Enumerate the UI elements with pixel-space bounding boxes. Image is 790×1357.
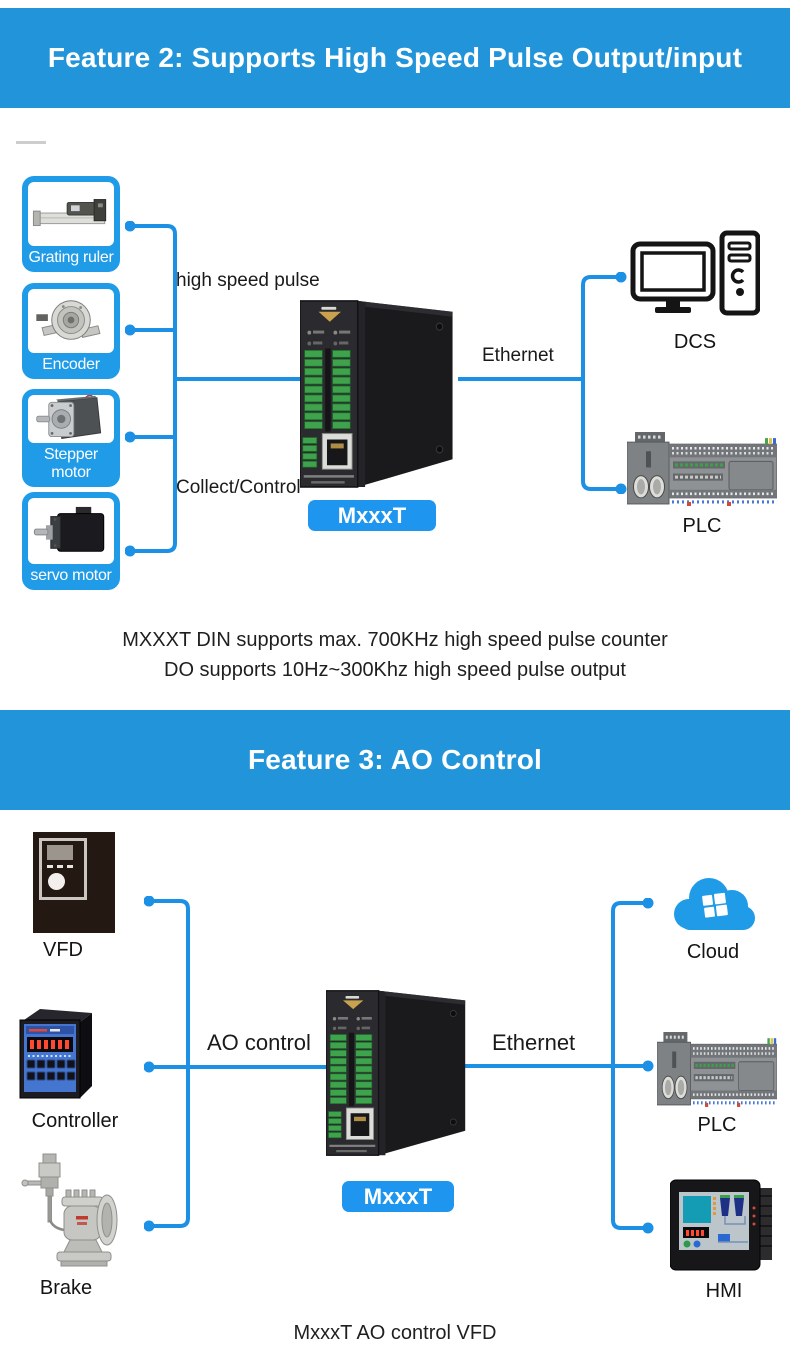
cloud-icon	[674, 878, 755, 930]
io-module-device-2	[326, 982, 472, 1157]
hmi-icon	[670, 1179, 772, 1271]
feature2-caption-line2: DO supports 10Hz~300Khz high speed pulse…	[164, 659, 626, 681]
cloud-label: Cloud	[686, 941, 740, 963]
feature3-banner: Feature 3: AO Control	[0, 710, 790, 810]
source-label: Stepper motor	[44, 446, 98, 481]
device-model-badge-1: MxxxT	[308, 500, 436, 531]
source-box-grating-ruler: Grating ruler	[22, 176, 120, 272]
feature3-caption: MxxxT AO control VFD	[293, 1322, 497, 1344]
connector-lines-right-1	[458, 272, 627, 494]
stepper-motor-icon	[28, 395, 114, 444]
connector-lines-left-1	[125, 221, 307, 557]
source-label: Grating ruler	[28, 248, 114, 266]
dcs-computer-icon	[630, 230, 760, 316]
feature2-caption-line1: MXXXT DIN supports max. 700KHz high spee…	[122, 629, 668, 651]
servo-motor-icon	[28, 498, 114, 564]
brake-label: Brake	[39, 1277, 93, 1299]
ethernet-label-1: Ethernet	[482, 345, 554, 366]
source-label: Encoder	[42, 355, 100, 373]
ao-control-label: AO control	[207, 1030, 311, 1055]
encoder-icon	[28, 289, 114, 353]
dcs-label: DCS	[673, 331, 717, 353]
feature2-banner-title: Feature 2: Supports High Speed Pulse Out…	[47, 42, 743, 73]
collect-control-label: Collect/Control	[176, 477, 301, 498]
divider-dash	[16, 141, 46, 144]
io-module-device-1	[300, 291, 460, 489]
feature3-banner-title: Feature 3: AO Control	[247, 744, 543, 775]
feature2-banner: Feature 2: Supports High Speed Pulse Out…	[0, 8, 790, 108]
plc-label-2: PLC	[697, 1114, 737, 1136]
high-speed-pulse-label: high speed pulse	[176, 270, 320, 291]
ethernet-label-2: Ethernet	[492, 1030, 576, 1055]
grating-ruler-icon	[28, 182, 114, 246]
source-box-stepper-motor: Stepper motor	[22, 389, 120, 487]
brake-valve-icon	[21, 1153, 118, 1267]
plc-label-1: PLC	[682, 515, 722, 537]
device-model-text: MxxxT	[337, 502, 407, 528]
plc-icon-2	[657, 1031, 777, 1109]
plc-icon-1	[627, 431, 777, 508]
connector-lines-left-2	[144, 896, 336, 1232]
connector-lines-right-2	[456, 898, 654, 1234]
vfd-icon	[33, 832, 115, 933]
controller-label: Controller	[31, 1110, 119, 1132]
source-box-servo-motor: servo motor	[22, 492, 120, 590]
vfd-label: VFD	[43, 939, 83, 961]
hmi-label: HMI	[705, 1280, 743, 1302]
controller-icon	[19, 1009, 92, 1099]
device-model-badge-2: MxxxT	[342, 1181, 454, 1212]
device-model-text: MxxxT	[363, 1183, 433, 1209]
source-label: servo motor	[30, 566, 112, 584]
source-box-encoder: Encoder	[22, 283, 120, 379]
